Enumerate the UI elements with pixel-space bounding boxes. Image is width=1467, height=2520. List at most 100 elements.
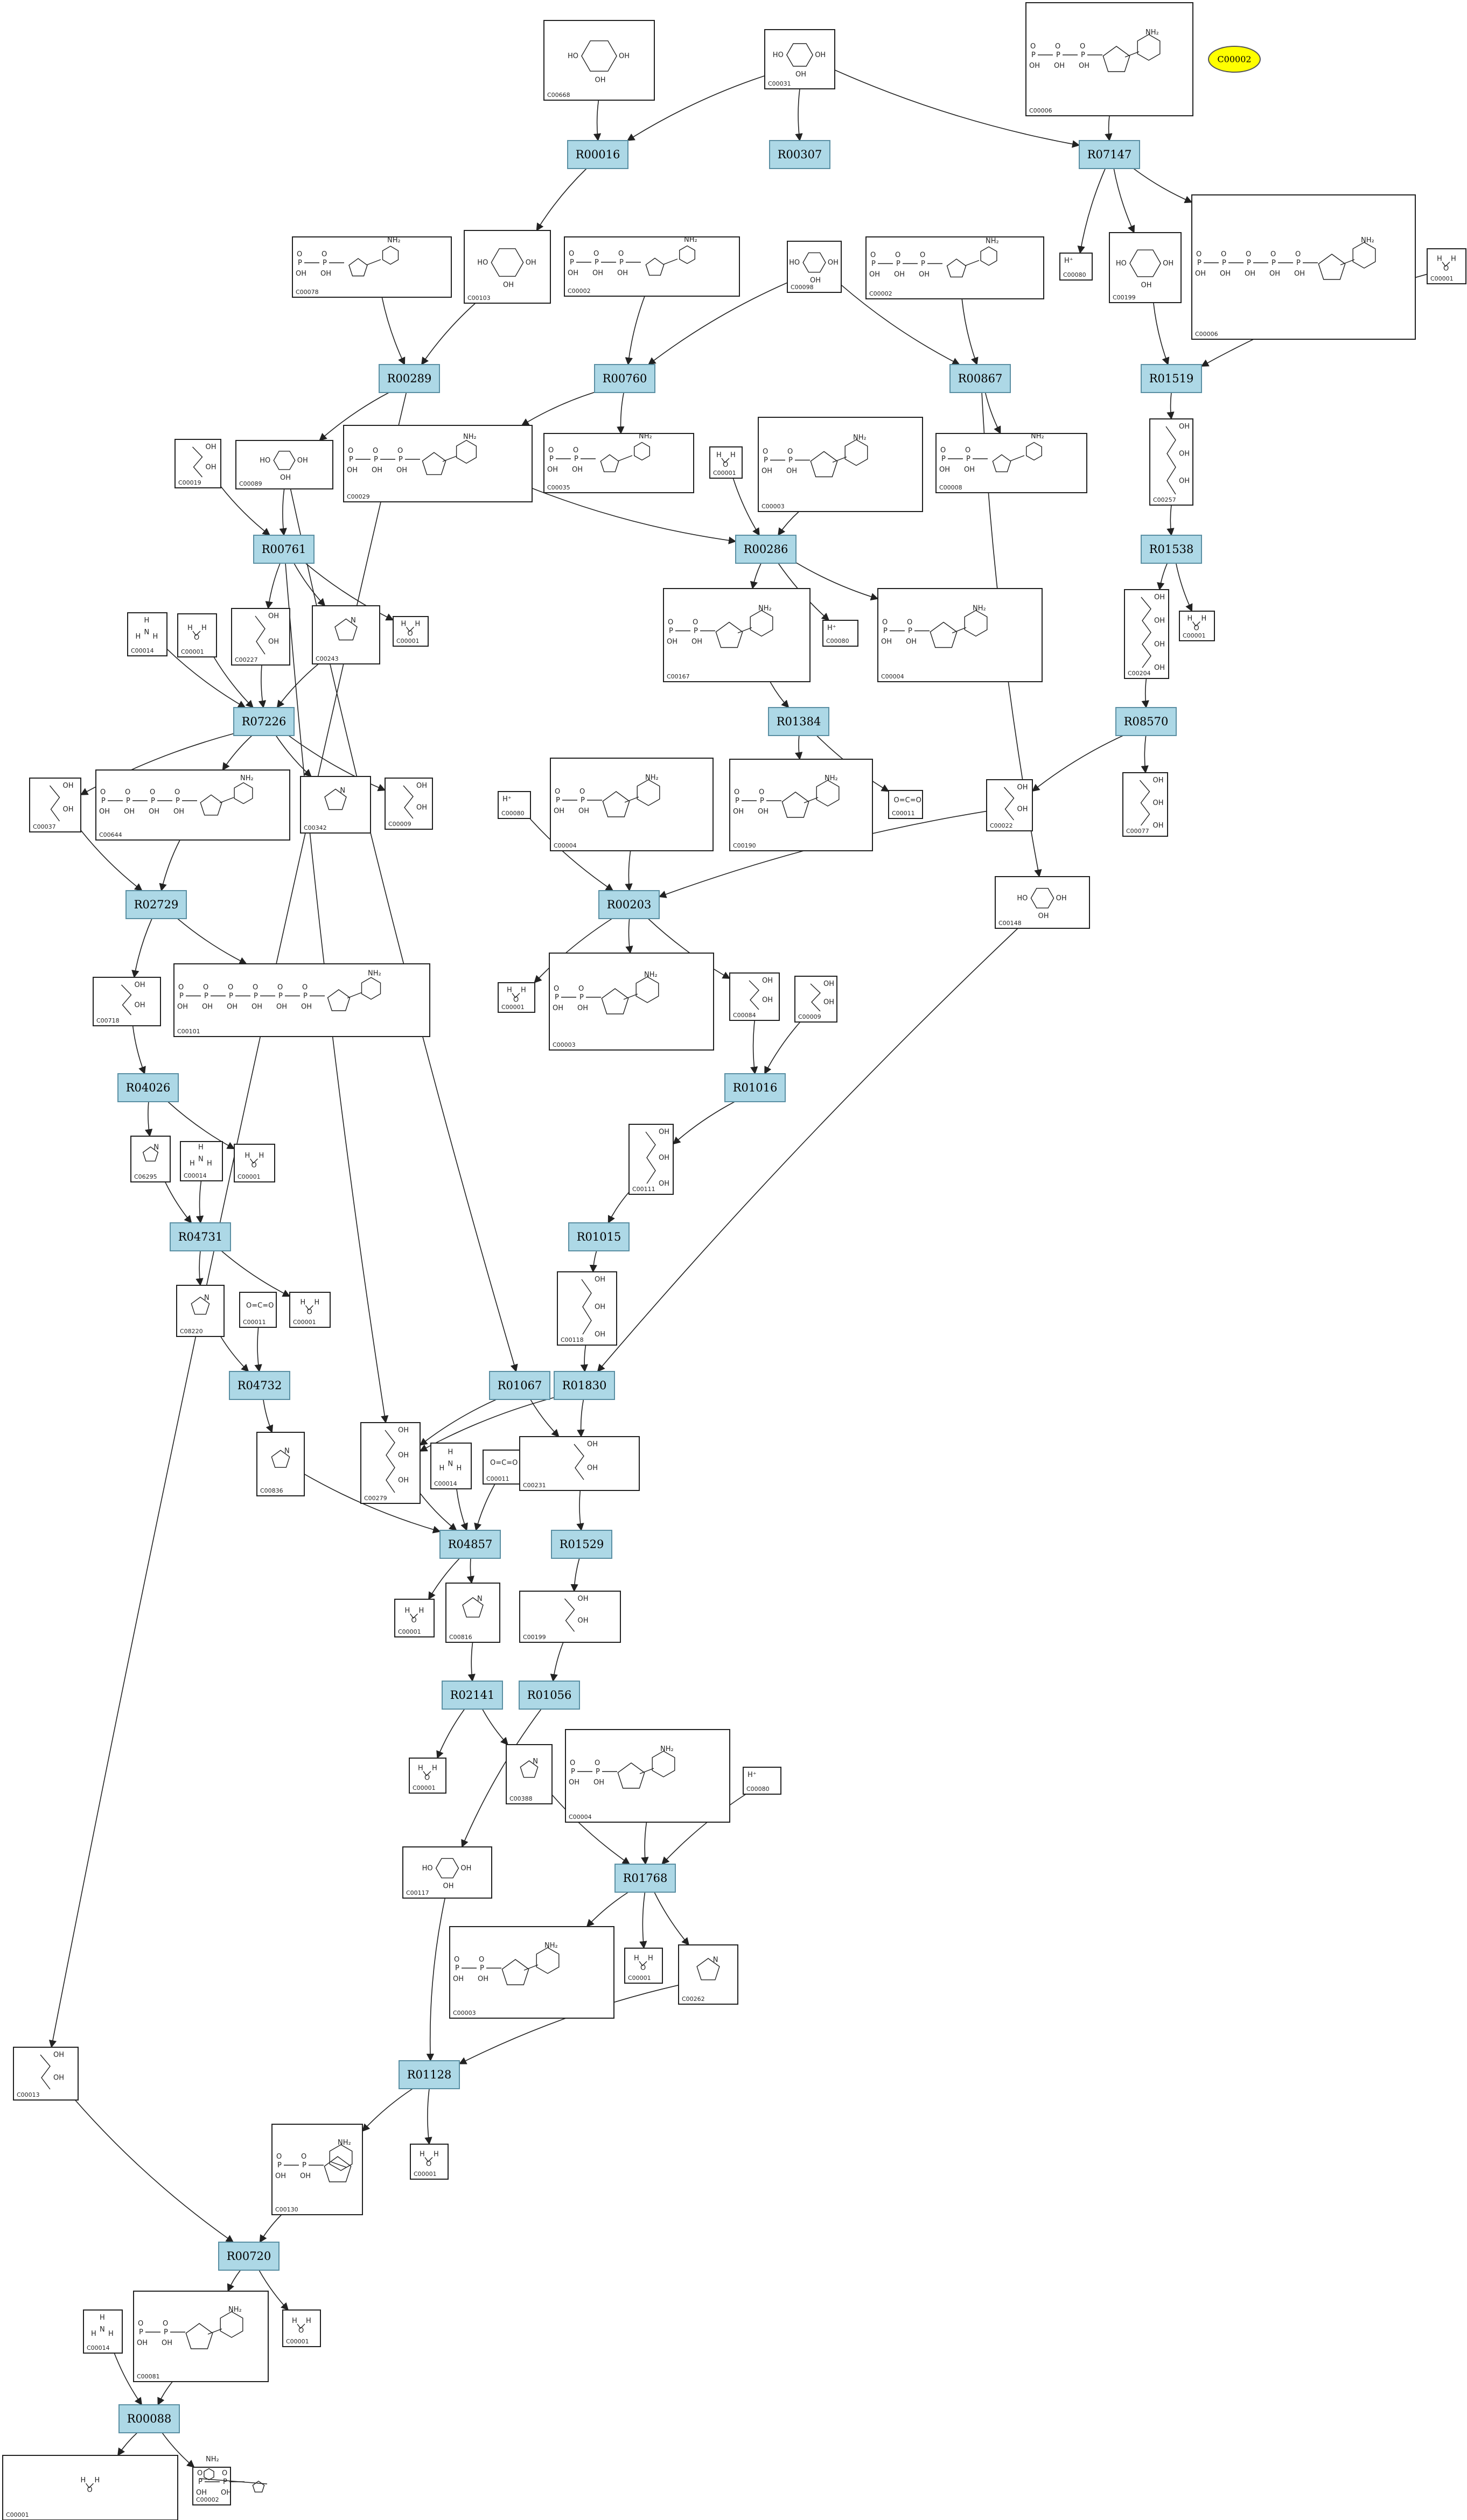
- reaction-node[interactable]: R02729: [125, 890, 187, 919]
- reaction-node[interactable]: R00016: [567, 140, 628, 169]
- reaction-node[interactable]: R01519: [1141, 364, 1202, 393]
- reaction-node[interactable]: R01016: [724, 1073, 786, 1102]
- reaction-node[interactable]: R01830: [554, 1371, 615, 1400]
- reaction-node[interactable]: R01067: [489, 1371, 550, 1400]
- reaction-node[interactable]: R01128: [399, 2060, 460, 2089]
- reaction-node[interactable]: R07226: [233, 707, 295, 736]
- reaction-node[interactable]: R02141: [442, 1681, 503, 1710]
- reaction-node[interactable]: R00720: [218, 2242, 280, 2271]
- reaction-node[interactable]: R04731: [170, 1222, 231, 1251]
- compound-node[interactable]: H⁺C00080: [822, 620, 858, 647]
- reaction-node[interactable]: R04026: [117, 1073, 179, 1102]
- compound-node[interactable]: H⁺C00080: [743, 1767, 781, 1795]
- reaction-node[interactable]: R01056: [519, 1681, 580, 1710]
- reaction-node[interactable]: R00867: [949, 364, 1011, 393]
- compound-node[interactable]: H⁺C00080: [1059, 253, 1093, 281]
- reaction-node[interactable]: R01538: [1141, 535, 1202, 564]
- reaction-node[interactable]: R00289: [379, 364, 440, 393]
- reaction-node[interactable]: R00203: [598, 890, 660, 919]
- reaction-node[interactable]: R00088: [118, 2404, 180, 2433]
- reaction-node[interactable]: R01384: [768, 707, 829, 736]
- reaction-node[interactable]: R04857: [439, 1530, 501, 1559]
- highlight-node[interactable]: C00002: [1208, 46, 1261, 73]
- reaction-node[interactable]: R00760: [594, 364, 655, 393]
- reaction-node[interactable]: R01015: [568, 1222, 630, 1251]
- reaction-node[interactable]: R01768: [614, 1864, 676, 1893]
- reaction-node[interactable]: R07147: [1079, 140, 1140, 169]
- reaction-node[interactable]: R04732: [229, 1371, 290, 1400]
- compound-node[interactable]: H⁺C00080: [498, 791, 531, 819]
